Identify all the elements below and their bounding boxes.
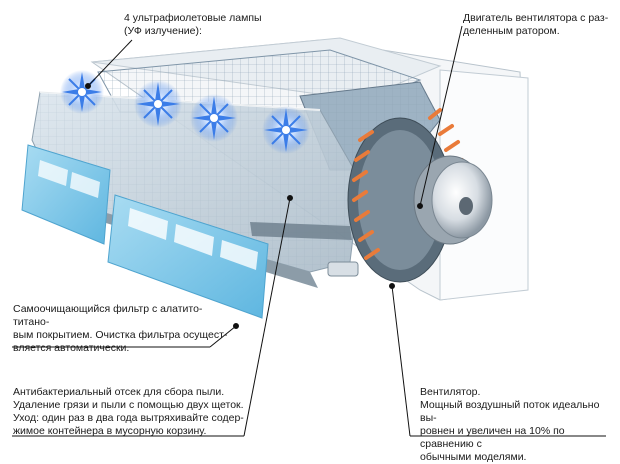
sparkle-star-icon	[190, 94, 238, 142]
callout-fan: Вентилятор. Мощный воздушный поток идеал…	[420, 386, 615, 464]
pipe-connector-icon	[328, 262, 358, 276]
callout-fan-motor: Двигатель вентилятора с раз- деленным ра…	[463, 12, 613, 38]
callout-dust-compartment: Антибактериальный отсек для сбора пыли. …	[13, 386, 253, 438]
sparkle-star-icon	[134, 80, 182, 128]
fan-motor	[414, 156, 492, 244]
callout-filter: Самоочищающийся фильтр с алатито-титано-…	[13, 303, 228, 355]
sparkle-star-icon	[262, 106, 310, 154]
callout-uv-lamps: 4 ультрафиолетовые лампы (УФ излучение):	[124, 12, 294, 38]
